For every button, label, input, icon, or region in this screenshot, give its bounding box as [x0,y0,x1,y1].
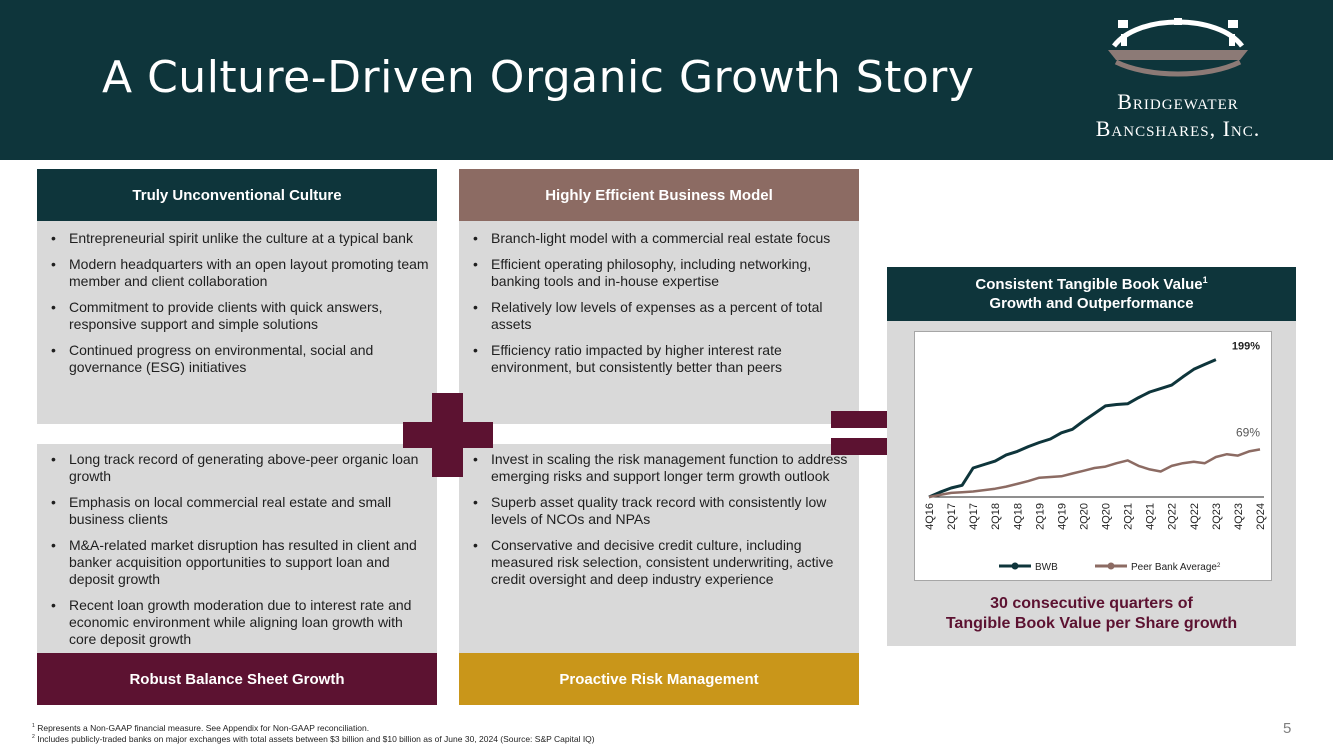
logo-line-1: Bridgewater [1117,89,1239,114]
footnotes: 1 Represents a Non-GAAP financial measur… [32,723,595,745]
culture-list: Entrepreneurial spirit unlike the cultur… [47,230,432,385]
list-item: Invest in scaling the risk management fu… [469,451,854,485]
data-label-bwb: 199% [1232,341,1260,353]
x-tick-label: 2Q21 [1123,503,1135,530]
data-label-peer: 69% [1236,425,1260,439]
footnote-2-text: Includes publicly-traded banks on major … [37,734,595,744]
growth-callout-line-2: Tangible Book Value per Share growth [945,615,1238,632]
logo-line-2: Bancshares, Inc. [1095,116,1261,141]
x-tick-label: 2Q23 [1211,503,1223,530]
chart-heading-line-1: Consistent Tangible Book Value1 [975,275,1207,294]
efficient-heading: Highly Efficient Business Model [459,169,859,221]
list-item: Superb asset quality track record with c… [469,494,854,528]
chart-frame: 199% 69% 4Q16 2Q17 4Q17 2Q18 4Q18 2Q19 4Q19 2Q20 4… [914,331,1272,581]
chart-heading-line-2: Growth and Outperformance [989,295,1194,312]
chart-heading: Consistent Tangible Book Value1 Growth a… [887,267,1296,321]
header-band: A Culture-Driven Organic Growth Story Br… [0,0,1333,160]
list-item: Branch-light model with a commercial rea… [469,230,854,247]
legend-marker-peer [1107,562,1115,570]
x-tick-label: 2Q19 [1034,503,1046,530]
list-item: M&A-related market disruption has result… [47,537,432,588]
list-item: Emphasis on local commercial real estate… [47,494,432,528]
balance-list: Long track record of generating above-pe… [47,451,432,657]
footnote-2: 2 Includes publicly-traded banks on majo… [32,734,595,745]
page-title: A Culture-Driven Organic Growth Story [102,52,975,103]
footnote-1-text: Represents a Non-GAAP financial measure.… [37,723,370,733]
legend-label-peer: Peer Bank Average2 [1131,562,1221,573]
list-item: Recent loan growth moderation due to int… [47,597,432,648]
x-tick-label: 2Q20 [1078,503,1090,530]
plus-sign-horizontal [403,422,493,448]
list-item: Commitment to provide clients with quick… [47,299,432,333]
growth-callout: 30 consecutive quarters of Tangible Book… [887,594,1296,634]
culture-panel: Entrepreneurial spirit unlike the cultur… [37,221,437,424]
footnote-1: 1 Represents a Non-GAAP financial measur… [32,723,595,734]
legend-label-bwb: BWB [1035,562,1058,573]
x-tick-label: 4Q22 [1189,503,1201,530]
tbv-line-chart: 199% 69% 4Q16 2Q17 4Q17 2Q18 4Q18 2Q19 4Q19 2Q20 4… [924,341,1267,573]
list-item: Efficient operating philosophy, includin… [469,256,854,290]
growth-callout-line-1: 30 consecutive quarters of [990,595,1193,612]
legend-footnote-marker: 2 [1217,563,1221,569]
culture-heading: Truly Unconventional Culture [37,169,437,221]
x-tick-label: 4Q23 [1233,503,1245,530]
footnote-2-marker: 2 [32,734,35,741]
company-logo: Bridgewater Bancshares, Inc. [1058,16,1298,146]
list-item: Relatively low levels of expenses as a p… [469,299,854,333]
bridge-logo-icon [1108,18,1248,77]
efficient-list: Branch-light model with a commercial rea… [469,230,854,385]
series-line-peer-bank-average [928,448,1261,499]
balance-panel: Long track record of generating above-pe… [37,444,437,653]
efficient-panel: Branch-light model with a commercial rea… [459,221,859,424]
chart-heading-footnote: 1 [1202,275,1208,285]
x-tick-label: 2Q17 [946,503,958,530]
x-tick-label: 4Q20 [1101,503,1113,530]
list-item: Conservative and decisive credit culture… [469,537,854,588]
list-item: Long track record of generating above-pe… [47,451,432,485]
balance-heading: Robust Balance Sheet Growth [37,653,437,705]
x-tick-label: 4Q19 [1056,503,1068,530]
risk-panel: Invest in scaling the risk management fu… [459,444,859,653]
x-tick-label: 4Q21 [1145,503,1157,530]
x-tick-label: 2Q18 [990,503,1002,530]
series-line-bwb [928,358,1217,499]
list-item: Efficiency ratio impacted by higher inte… [469,342,854,376]
list-item: Modern headquarters with an open layout … [47,256,432,290]
risk-heading: Proactive Risk Management [459,653,859,705]
x-tick-label: 4Q18 [1012,503,1024,530]
chart-heading-text: Consistent Tangible Book Value [975,276,1203,293]
logo-wordmark: Bridgewater Bancshares, Inc. [1058,88,1298,142]
x-tick-label: 2Q22 [1167,503,1179,530]
x-tick-label: 4Q16 [924,503,936,530]
x-tick-label: 2Q24 [1255,503,1267,530]
page-number: 5 [1283,720,1292,737]
risk-list: Invest in scaling the risk management fu… [469,451,854,597]
legend-marker-bwb [1011,562,1019,570]
x-tick-label: 4Q17 [968,503,980,530]
list-item: Entrepreneurial spirit unlike the cultur… [47,230,432,247]
list-item: Continued progress on environmental, soc… [47,342,432,376]
footnote-1-marker: 1 [32,723,35,730]
